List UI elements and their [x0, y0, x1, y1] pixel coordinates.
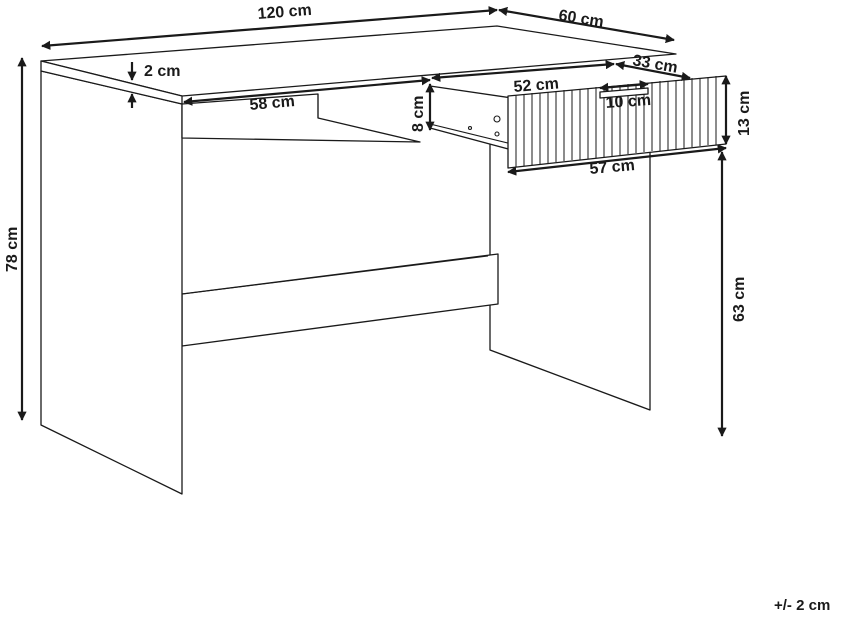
- label-drawer-width: 52 cm: [513, 75, 560, 96]
- dim-line-drawer-depth: [615, 61, 691, 81]
- label-inner-span: 58 cm: [249, 93, 296, 114]
- front-left-leg: [40, 70, 183, 495]
- label-drawer-front-width: 57 cm: [589, 157, 636, 178]
- label-drawer-front-height: 13 cm: [736, 91, 753, 136]
- label-handle-width: 10 cm: [605, 92, 651, 112]
- dimension-lines: [17, 6, 731, 437]
- stretcher-rail: [181, 253, 499, 347]
- label-drawer-depth: 33 cm: [631, 52, 679, 77]
- dim-line-handle: [599, 80, 649, 92]
- label-desk-depth: 60 cm: [557, 7, 604, 31]
- dimension-labels: 120 cm 60 cm 2 cm 78 cm 58 cm 52 cm 33 c…: [4, 2, 753, 322]
- label-legroom-height: 63 cm: [731, 277, 748, 322]
- dim-line-width: [41, 6, 498, 50]
- label-top-thickness: 2 cm: [144, 63, 180, 80]
- dim-line-depth: [498, 6, 675, 44]
- label-drawer-inner-height: 8 cm: [410, 96, 427, 132]
- dim-line-drawer-width: [431, 60, 615, 82]
- dim-line-front-width: [507, 144, 727, 176]
- label-total-height: 78 cm: [4, 227, 21, 272]
- apron-box: [181, 93, 421, 143]
- dim-line-inner-span: [183, 76, 431, 106]
- tolerance-note: +/- 2 cm: [774, 597, 831, 614]
- label-desk-width: 120 cm: [257, 2, 312, 23]
- desk-top-edge: [40, 60, 183, 105]
